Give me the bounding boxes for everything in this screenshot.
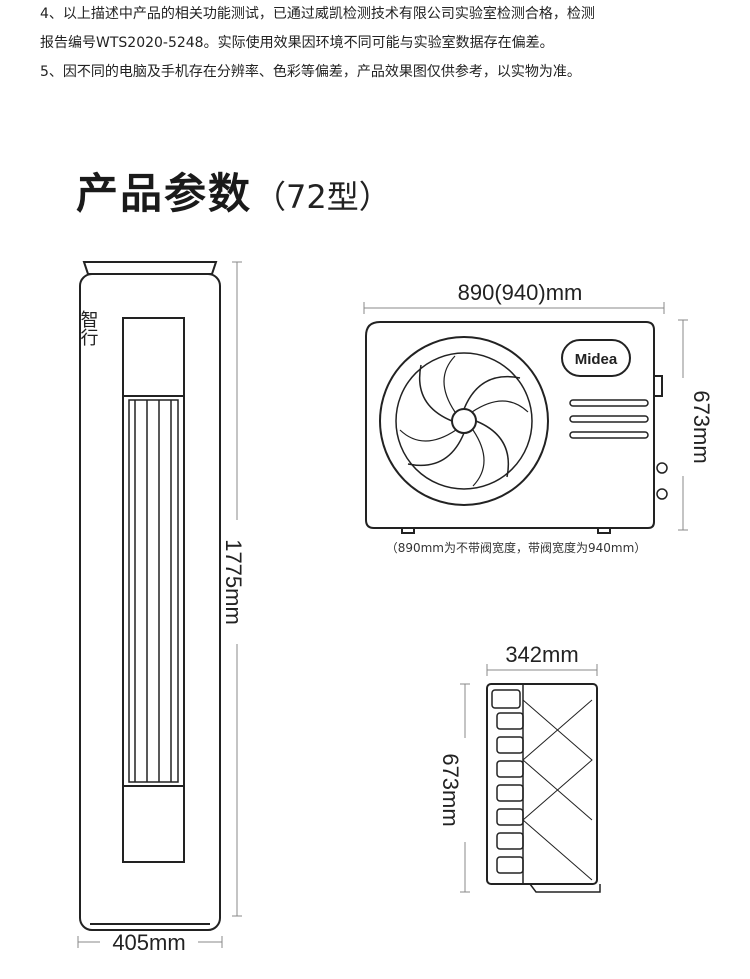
title-sub: （72型）: [254, 178, 391, 216]
note-line-1: 4、以上描述中产品的相关功能测试，已通过威凯检测技术有限公司实验室检测合格，检测: [40, 6, 595, 22]
section-title: 产品参数 （72型）: [76, 160, 391, 220]
outdoor-front-note: （890mm为不带阀宽度，带阀宽度为940mm）: [386, 540, 647, 555]
indoor-unit-drawing: [79, 261, 221, 931]
midea-logo-text: Midea: [575, 351, 618, 368]
outdoor-front-height-dimension: [678, 319, 688, 531]
outdoor-side-depth-dimension: [486, 664, 598, 676]
indoor-logo-text: 智行: [78, 310, 99, 346]
note-line-3: 5、因不同的电脑及手机存在分辨率、色彩等偏差，产品效果图仅供参考，以实物为准。: [40, 64, 581, 80]
outdoor-front-width-dimension: [363, 302, 665, 314]
indoor-height-label: 1775mm: [221, 539, 246, 625]
title-main: 产品参数: [76, 169, 253, 218]
outdoor-front-height-label: 673mm: [689, 390, 714, 463]
note-line-2: 报告编号WTS2020-5248。实际使用效果因环境不同可能与实验室数据存在偏差…: [40, 35, 554, 51]
indoor-width-dimension: [77, 936, 223, 948]
indoor-width-label: 405mm: [112, 930, 185, 955]
outdoor-side-height-dimension: [460, 683, 470, 893]
outdoor-side-depth-label: 342mm: [505, 642, 578, 667]
notes-section: 4、以上描述中产品的相关功能测试，已通过威凯检测技术有限公司实验室检测合格，检测…: [40, 0, 740, 87]
indoor-height-dimension: [232, 261, 242, 917]
outdoor-side-unit-drawing: [486, 683, 601, 893]
outdoor-front-width-label: 890(940)mm: [458, 280, 583, 305]
outdoor-front-unit-drawing: [365, 321, 668, 534]
outdoor-side-height-label: 673mm: [438, 753, 463, 826]
